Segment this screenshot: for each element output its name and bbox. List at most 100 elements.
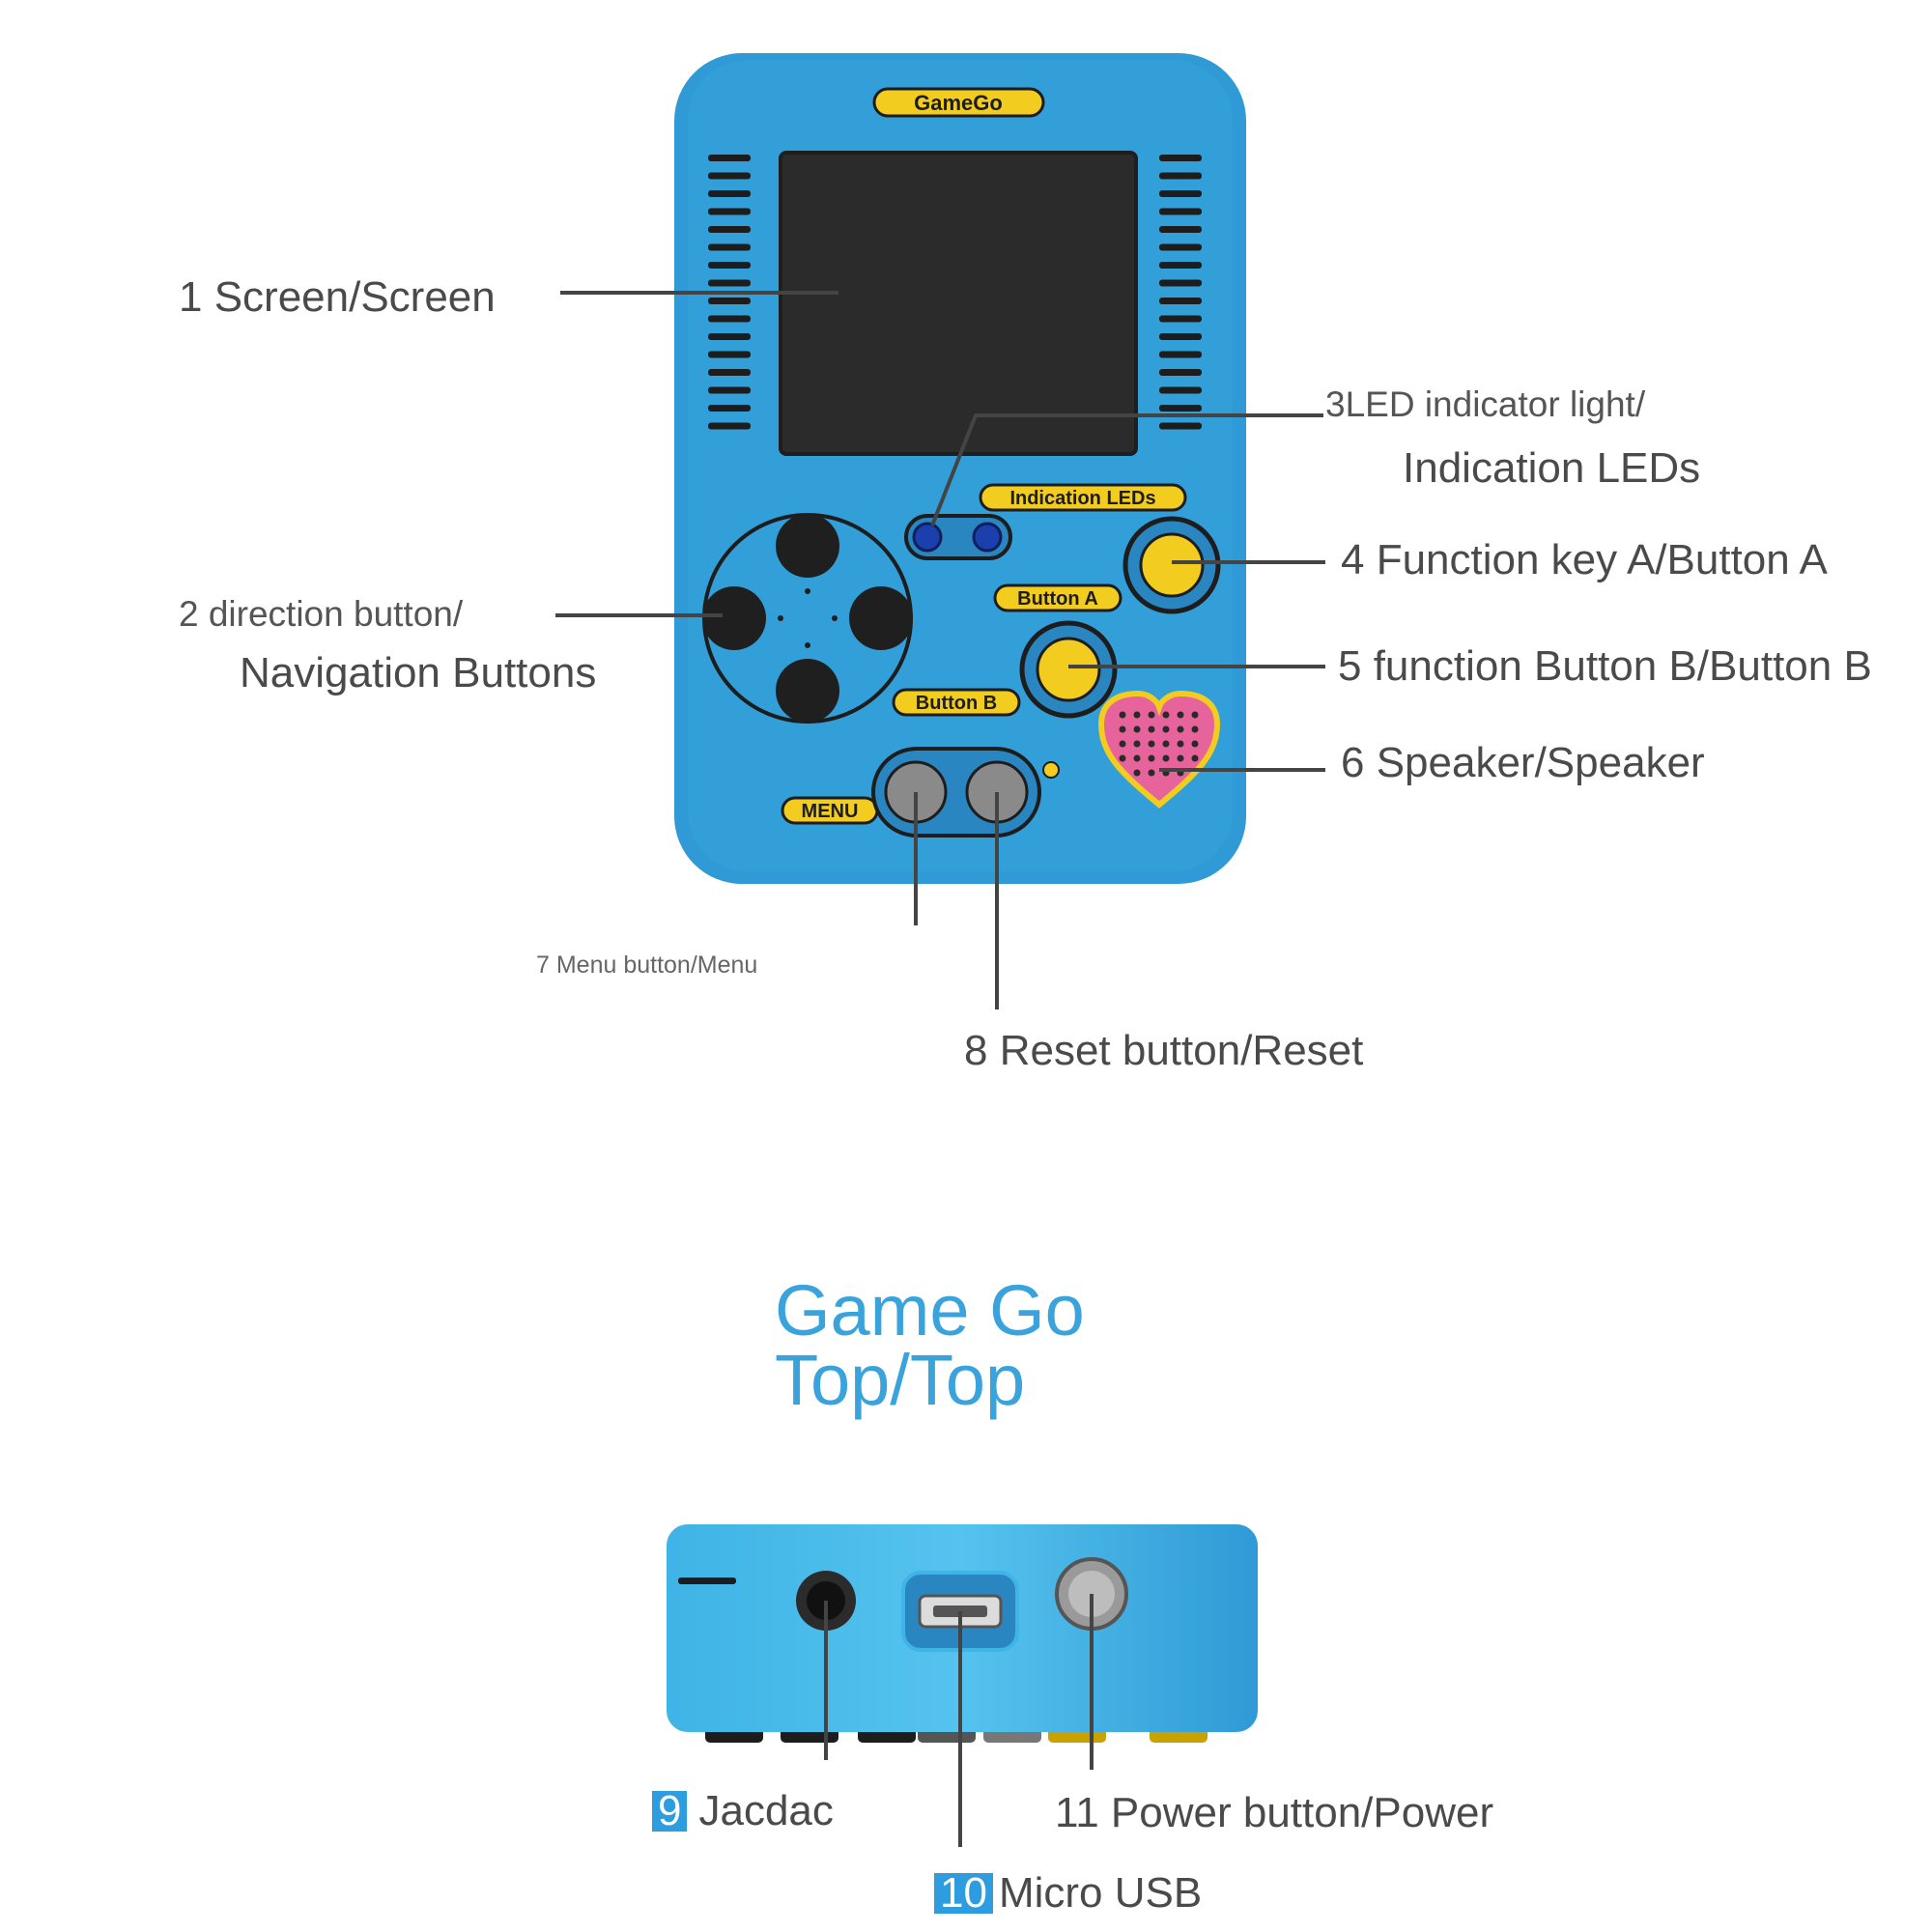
speaker-hole: [1119, 711, 1126, 719]
vent-slot: [1159, 333, 1202, 340]
vent-slot: [708, 405, 751, 412]
brand-label: GameGo: [914, 91, 1003, 115]
led-1: [912, 522, 943, 553]
speaker-hole: [1148, 711, 1155, 719]
leader-leds: [930, 413, 1323, 526]
callout-reset: 8 Reset button/Reset: [964, 1027, 1364, 1074]
vent-slot: [1159, 422, 1202, 430]
callout-direction-line2: Navigation Buttons: [240, 649, 597, 696]
vent-slot: [708, 262, 751, 269]
callout-menu: 7 Menu button/Menu: [536, 952, 758, 979]
vent-slot: [708, 208, 751, 215]
callout-led-line2: Indication LEDs: [1403, 444, 1701, 492]
dpad-right-button[interactable]: [849, 586, 913, 650]
vent-slot: [708, 279, 751, 287]
vent-slot: [708, 351, 751, 358]
speaker-hole: [1119, 725, 1126, 733]
vent-slot: [1159, 190, 1202, 197]
screen: [779, 151, 1138, 456]
reset-marker-icon: [1042, 761, 1060, 779]
button-b-label: Button B: [916, 693, 997, 714]
speaker-hole: [1177, 725, 1184, 733]
vent-slot: [708, 422, 751, 430]
vent-slot: [708, 243, 751, 251]
speaker-hole: [1133, 740, 1141, 748]
speaker-hole: [1148, 754, 1155, 762]
speaker-hole: [1177, 740, 1184, 748]
speaker-hole: [1133, 769, 1141, 777]
speaker-hole: [1148, 769, 1155, 777]
indication-leds-label-bg: [979, 483, 1187, 512]
speaker-hole: [1162, 740, 1170, 748]
dpad-left-button[interactable]: [702, 586, 766, 650]
vent-slot: [1159, 226, 1202, 233]
speaker-hole: [1133, 754, 1141, 762]
callout-speaker: 6 Speaker/Speaker: [1341, 739, 1705, 786]
vent-slot: [708, 386, 751, 394]
vent-slot: [1159, 351, 1202, 358]
leader-lines-top: [824, 1594, 1094, 1847]
speaker-hole: [1119, 754, 1126, 762]
vent-grille-right: [1159, 155, 1202, 430]
callout-power: 11 Power button/Power: [1055, 1789, 1494, 1836]
device-front: GameGo Indication LEDs Button A: [674, 53, 1246, 884]
vent-slot: [1159, 298, 1202, 304]
usb-number-badge: 10: [934, 1872, 993, 1915]
button-b[interactable]: [1036, 637, 1101, 702]
speaker-heart: [1097, 690, 1221, 809]
button-b-label-bg: [892, 688, 1021, 717]
callout-direction-line1: 2 direction button/: [179, 594, 464, 634]
speaker-holes: [1119, 711, 1199, 777]
usb-label: Micro USB: [998, 1869, 1203, 1917]
vent-slot: [708, 190, 751, 197]
dpad-down-button[interactable]: [776, 659, 839, 723]
speaker-hole: [1191, 711, 1199, 719]
vent-slot: [1159, 155, 1202, 161]
vent-slot: [708, 172, 751, 180]
top-slot: [678, 1577, 736, 1584]
dpad-up-button[interactable]: [776, 514, 839, 578]
callout-button-b: 5 function Button B/Button B: [1338, 642, 1872, 690]
vent-slot: [1159, 172, 1202, 180]
button-a-label-bg: [993, 583, 1122, 612]
speaker-hole: [1162, 711, 1170, 719]
callout-led-line1: 3LED indicator light/: [1325, 384, 1646, 424]
speaker-hole: [1162, 725, 1170, 733]
speaker-hole: [1191, 754, 1199, 762]
speaker-hole: [1191, 740, 1199, 748]
vent-slot: [708, 333, 751, 340]
callout-button-a: 4 Function key A/Button A: [1341, 536, 1828, 583]
navigation-buttons: [702, 513, 913, 724]
speaker-hole: [1133, 725, 1141, 733]
vent-slot: [1159, 369, 1202, 376]
leader-lines-front: [555, 291, 1325, 1009]
speaker-hole: [1148, 725, 1155, 733]
vent-grille-left: [708, 155, 751, 430]
jacdac-number-badge: 9: [652, 1790, 688, 1833]
vent-slot: [1159, 405, 1202, 412]
speaker-hole: [1133, 711, 1141, 719]
section-title-line1: Game Go: [775, 1270, 1085, 1350]
vent-slot: [1159, 279, 1202, 287]
vent-slot: [708, 226, 751, 233]
speaker-hole: [1148, 740, 1155, 748]
speaker-hole: [1177, 711, 1184, 719]
vent-slot: [1159, 208, 1202, 215]
speaker-hole: [1177, 754, 1184, 762]
button-a[interactable]: [1139, 532, 1205, 598]
vent-slot: [1159, 386, 1202, 394]
vent-slot: [708, 315, 751, 323]
vent-slot: [708, 298, 751, 304]
led-2: [972, 522, 1003, 553]
button-a-label: Button A: [1017, 588, 1098, 610]
speaker-hole: [1191, 725, 1199, 733]
menu-label: MENU: [802, 801, 859, 822]
indication-leds-label: Indication LEDs: [1009, 488, 1155, 509]
vent-slot: [1159, 262, 1202, 269]
speaker-hole: [1119, 740, 1126, 748]
brand-badge: [872, 87, 1045, 118]
vent-slot: [708, 369, 751, 376]
